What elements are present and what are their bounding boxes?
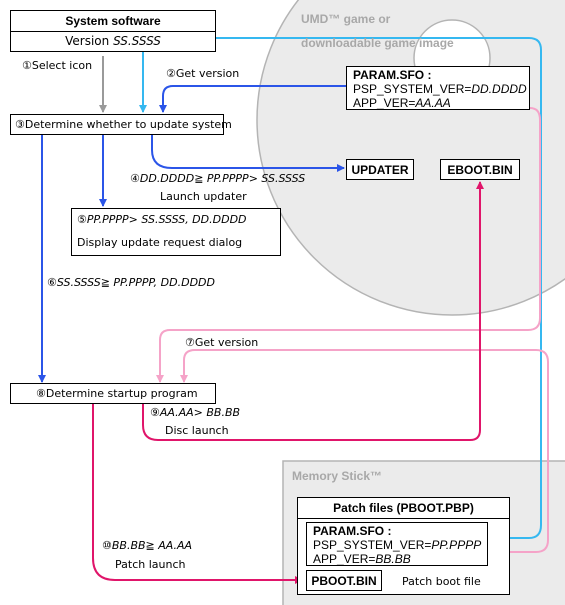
system-software-title: System software <box>65 14 161 28</box>
step-9-caption: Disc launch <box>165 424 229 437</box>
disc-launch-arrow <box>142 181 484 441</box>
determine-startup-box: ⑧Determine startup program <box>10 383 216 404</box>
step-10-caption: Patch launch <box>115 558 186 571</box>
patch-param-sfo-box: PARAM.SFO : PSP_SYSTEM_VER=PP.PPPP APP_V… <box>306 522 488 566</box>
patch-files-title: Patch files (PBOOT.PBP) <box>333 501 474 515</box>
pboot-label: PBOOT.BIN <box>311 574 377 588</box>
determine-update-label: ③Determine whether to update system <box>15 118 232 131</box>
patch-param-sfo-title: PARAM.SFO : <box>313 524 392 538</box>
get-version-arrow-2b <box>180 349 549 553</box>
step-5-caption: Display update request dialog <box>77 236 243 249</box>
determine-update-box: ③Determine whether to update system <box>10 114 232 135</box>
pboot-caption: Patch boot file <box>402 575 481 588</box>
patch-app-ver-line: APP_VER=BB.BB <box>313 552 411 566</box>
eboot-label: EBOOT.BIN <box>447 163 513 177</box>
pboot-box: PBOOT.BIN <box>306 570 382 591</box>
step-7-label: ⑦Get version <box>185 336 259 349</box>
eboot-box: EBOOT.BIN <box>440 159 520 180</box>
patch-system-ver-line: PSP_SYSTEM_VER=PP.PPPP <box>313 538 482 552</box>
disc-system-ver-line: PSP_SYSTEM_VER=DD.DDDD <box>353 82 527 96</box>
step-1-label: ①Select icon <box>22 59 93 72</box>
disc-version-arrow <box>159 85 346 113</box>
umd-label-line2: downloadable game image <box>301 36 454 50</box>
system-software-box: System software Version SS.SSSS <box>10 10 216 52</box>
get-version-arrow-2a <box>156 107 541 383</box>
step-4-caption: Launch updater <box>160 190 247 203</box>
step-4-condition: ④DD.DDDD≧ PP.PPPP> SS.SSSS <box>130 172 306 185</box>
determine-startup-label: ⑧Determine startup program <box>36 387 198 400</box>
updater-label: UPDATER <box>351 163 409 177</box>
disc-param-sfo-box: PARAM.SFO : PSP_SYSTEM_VER=DD.DDDD APP_V… <box>346 66 530 110</box>
step-2-label: ②Get version <box>166 67 240 80</box>
update-dialog-box: ⑤PP.PPPP> SS.SSSS, DD.DDDD Display updat… <box>71 208 281 256</box>
launch-updater-arrow <box>151 135 345 172</box>
memory-stick-label: Memory Stick™ <box>292 469 383 483</box>
updater-box: UPDATER <box>346 159 414 180</box>
disc-app-ver-line: APP_VER=AA.AA <box>353 96 451 110</box>
step-6-condition: ⑥SS.SSSS≧ PP.PPPP, DD.DDDD <box>47 276 215 289</box>
patch-launch-arrow <box>92 404 303 584</box>
system-software-version: Version SS.SSSS <box>65 34 161 48</box>
step-9-condition: ⑨AA.AA> BB.BB <box>150 406 241 419</box>
step-5-condition: ⑤PP.PPPP> SS.SSSS, DD.DDDD <box>77 213 247 226</box>
umd-label-line1: UMD™ game or <box>301 12 391 26</box>
disc-param-sfo-title: PARAM.SFO : <box>353 68 432 82</box>
step-10-condition: ⑩BB.BB≧ AA.AA <box>102 539 193 552</box>
